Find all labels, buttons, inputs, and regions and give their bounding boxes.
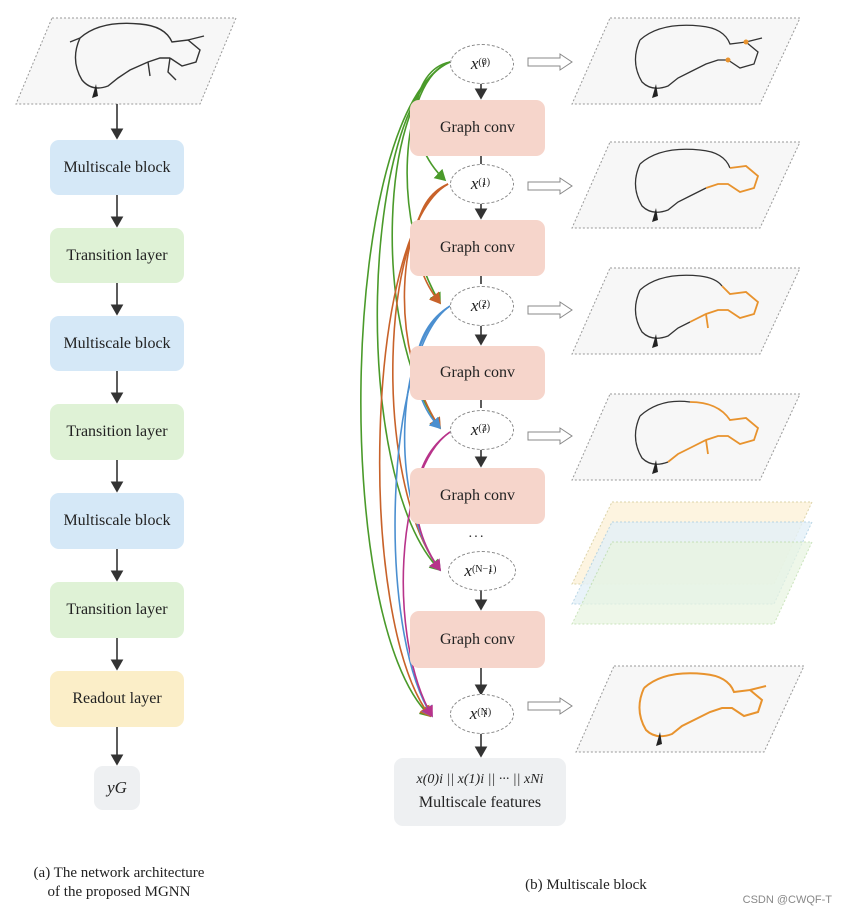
input-molecule-plane xyxy=(15,17,237,105)
caption-a: (a) The network architecture of the prop… xyxy=(33,865,205,900)
node-x0: x(0)i xyxy=(450,44,514,84)
molecule-plane-N xyxy=(575,665,805,753)
stacked-feature-planes xyxy=(571,501,813,625)
molecule-plane-3 xyxy=(571,393,801,481)
multiscale-block-1: Multiscale block xyxy=(50,140,184,195)
ellipsis-dots: ··· xyxy=(468,530,485,545)
caption-b: (b) Multiscale block xyxy=(525,877,647,893)
node-xN: x(N)i xyxy=(450,694,514,734)
readout-layer: Readout layer xyxy=(50,671,184,727)
graph-conv-3: Graph conv xyxy=(410,346,545,400)
transition-layer-1: Transition layer xyxy=(50,228,184,283)
graph-conv-4: Graph conv xyxy=(410,468,545,524)
node-x1: x(1)i xyxy=(450,164,514,204)
molecule-plane-1 xyxy=(571,141,801,229)
watermark: CSDN @CWQF-T xyxy=(742,894,832,906)
graph-conv-2: Graph conv xyxy=(410,220,545,276)
projection-arrows xyxy=(527,53,573,715)
multiscale-features-box: x(0)i || x(1)i || ··· || xNi Multiscale … xyxy=(394,758,566,826)
multiscale-block-2: Multiscale block xyxy=(50,316,184,371)
node-xN-1: x(N−1)i xyxy=(448,551,516,591)
transition-layer-3: Transition layer xyxy=(50,582,184,638)
transition-layer-2: Transition layer xyxy=(50,404,184,460)
molecule-icon xyxy=(69,22,205,89)
node-x2: x(2)i xyxy=(450,286,514,326)
multiscale-features-label: Multiscale features xyxy=(418,794,542,811)
molecule-plane-0 xyxy=(571,17,801,105)
multiscale-block-3: Multiscale block xyxy=(50,493,184,549)
molecule-plane-2 xyxy=(571,267,801,355)
graph-conv-N: Graph conv xyxy=(410,611,545,668)
graph-conv-1: Graph conv xyxy=(410,100,545,156)
node-x3: x(3)i xyxy=(450,410,514,450)
concat-formula: x(0)i || x(1)i || ··· || xNi xyxy=(416,772,544,787)
output-y-graph: yG xyxy=(94,766,140,810)
